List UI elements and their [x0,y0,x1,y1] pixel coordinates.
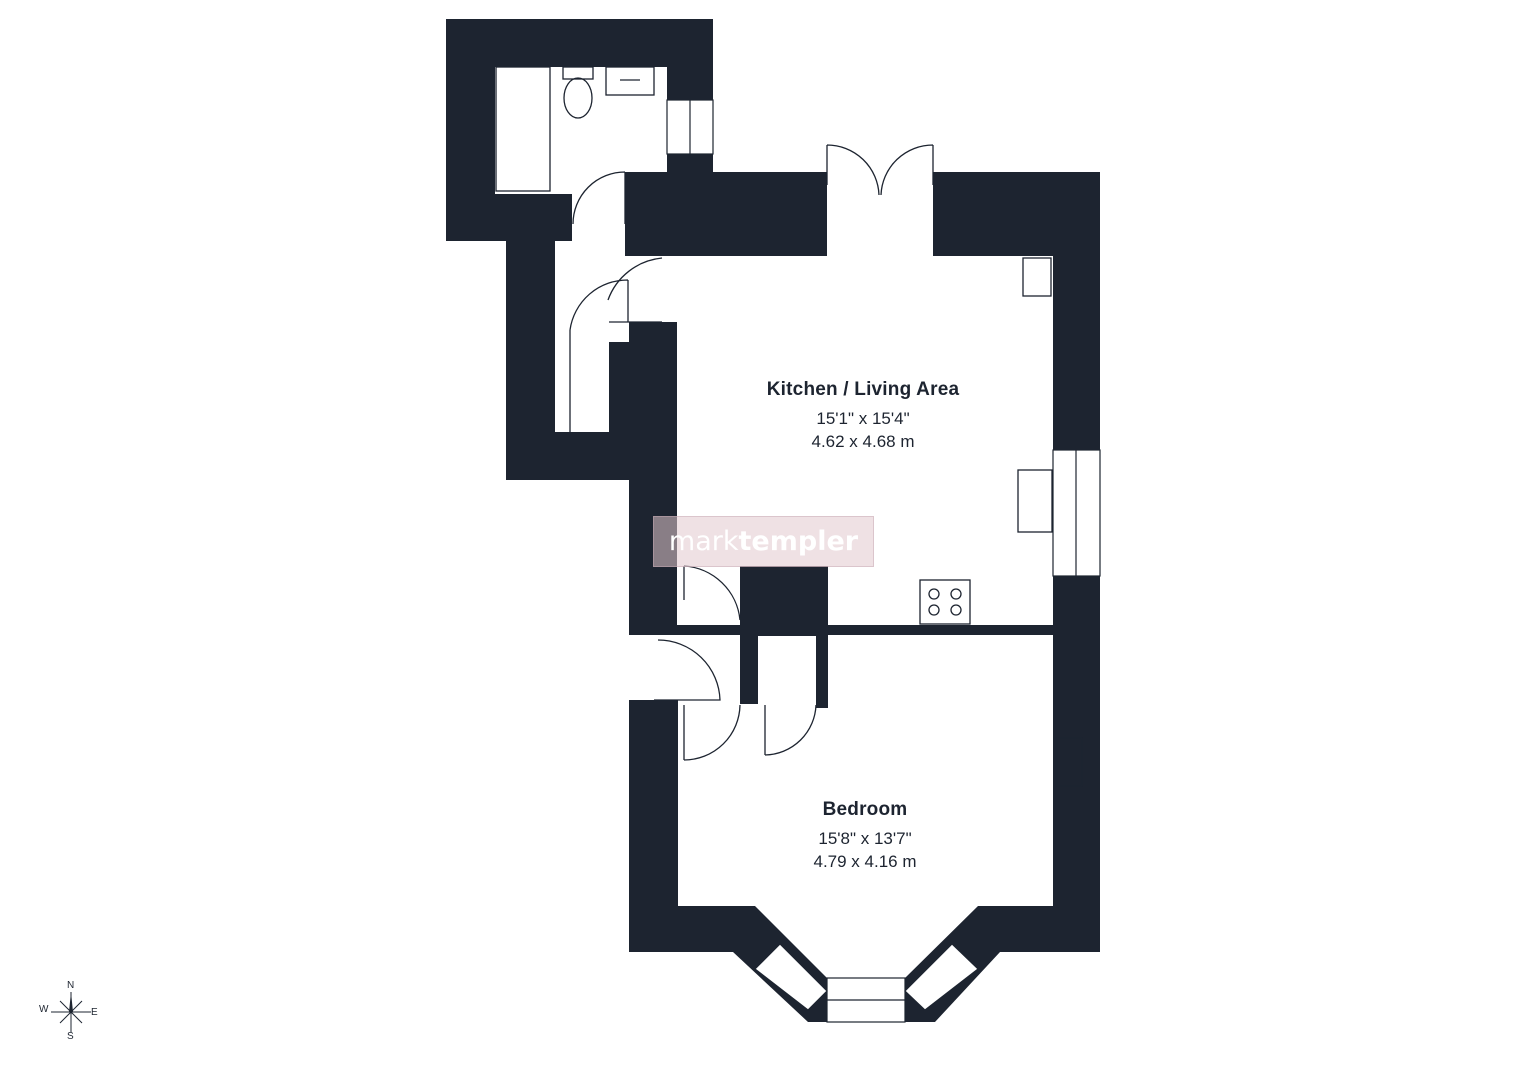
cupboard-block [740,566,828,636]
basin [605,66,655,96]
hob-ring-4 [950,604,962,616]
door-french-left [826,144,880,196]
windows [666,99,1101,1023]
door-hall-upper [607,257,663,323]
toilet-bowl [563,77,593,119]
hob-ring-2 [950,588,962,600]
wall-kitchen-bay-left [805,214,827,256]
room-dimensions-imperial: 15'8" x 13'7" [818,829,912,848]
compass-east: E [91,1007,98,1018]
door-bedroom [683,704,741,761]
wall-bath-right-top [667,19,713,100]
door-entrance [654,639,721,701]
wall-right-upper [1053,172,1100,450]
compass-icon [51,992,91,1032]
wall-right-lower [1053,576,1100,952]
door-kitchen-entry [683,565,741,621]
compass-north: N [67,980,75,991]
compass-south: S [67,1031,74,1042]
hob-ring-3 [928,604,940,616]
window-bay-right [904,943,979,1011]
toilet-cistern [562,66,594,80]
door-hall-cupboard [569,279,629,331]
room-name: Kitchen / Living Area [766,379,960,400]
hob-ring-1 [928,588,940,600]
wall-kitchen-top-left [625,172,827,256]
hob [919,579,971,625]
room-dimensions-metric: 4.62 x 4.68 m [811,432,915,451]
room-label-bedroom: Bedroom 15'8" x 13'7" 4.79 x 4.16 m [715,799,1015,873]
compass-rose: N S E W [36,980,106,1044]
fixtures [495,66,1083,787]
wall-internal-horizontal [677,625,1053,635]
room-name: Bedroom [822,799,908,820]
bathtub [495,66,551,192]
watermark-bold-text: templer [738,526,859,557]
room-label-kitchen: Kitchen / Living Area 15'1" x 15'4" 4.62… [713,379,1013,453]
door-bathroom [572,171,626,225]
wall-kitchen-bay-right [933,214,955,256]
wall-hall-corner-stub [609,342,629,433]
wall-kitchen-left [629,322,677,635]
kitchen-shelf [1022,257,1052,297]
room-dimensions-metric: 4.79 x 4.16 m [813,852,917,871]
wall-cupboard-left [740,636,758,704]
compass-west: W [39,1004,49,1015]
wall-bedroom-bay [629,906,1100,1022]
room-dimensions-imperial: 15'1" x 15'4" [816,409,910,428]
door-cupboard [764,704,817,756]
wall-cupboard-right [816,636,828,708]
walls [446,19,1100,1022]
watermark-light-text: mark [668,526,739,557]
window-bay-left [754,943,828,1011]
bedroom-radiator [1056,737,1083,787]
door-french-right [880,144,934,196]
fridge [1017,469,1053,533]
